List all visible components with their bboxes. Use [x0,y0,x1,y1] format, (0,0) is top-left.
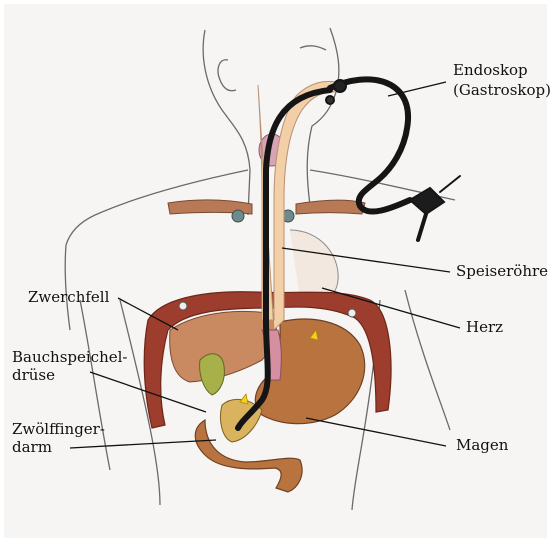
gallbladder-shape [200,354,225,395]
herz-label: Herz [466,318,503,337]
zwoelffingerdarm-label-line2: darm [12,438,52,457]
endoskop-label-line2: (Gastroskop) [453,81,551,100]
endoskop-label-line1: Endoskop [453,61,528,80]
head-neck-outline [65,28,455,510]
bauchspeicheldruese-label-line1: Bauchspeichel- [12,348,127,367]
zwoelffingerdarm-label-line1: Zwölffinger- [12,420,105,439]
speiseroehre-label: Speiseröhre [456,262,548,281]
zwerchfell-label: Zwerchfell [28,288,109,307]
bauchspeicheldruese-label-line2: drüse [12,366,55,385]
magen-label: Magen [456,436,508,455]
